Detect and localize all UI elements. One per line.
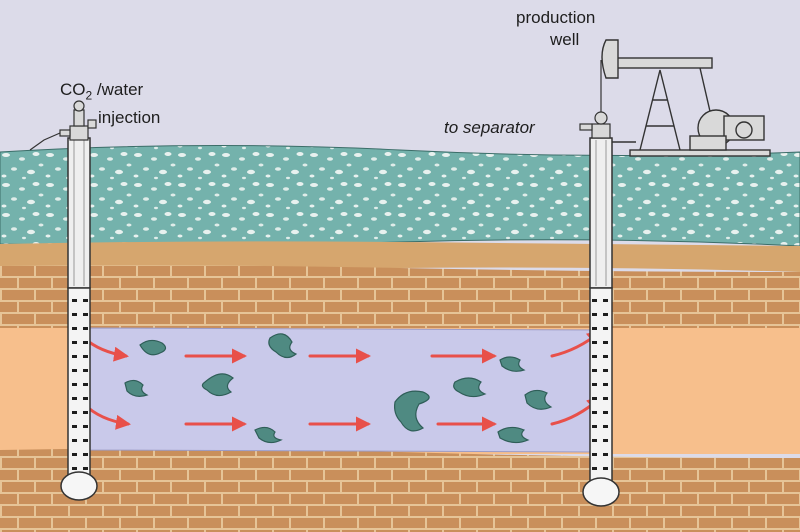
- sky: [0, 0, 800, 160]
- production-perforations: [589, 287, 613, 487]
- oil-blob-icon: [139, 339, 167, 356]
- injection-label-co: CO: [60, 80, 86, 99]
- pump-jack-base: [629, 149, 771, 157]
- injection-perforations: [67, 287, 91, 481]
- production-label-line2: well: [550, 30, 580, 49]
- oil-blobs: [124, 333, 553, 444]
- production-wellhead-icon: [579, 60, 611, 139]
- injection-casing: [67, 137, 91, 289]
- injection-label-subscript: 2: [85, 88, 93, 103]
- injection-label-water: /water: [92, 80, 144, 99]
- upper-caprock-layer: [0, 265, 800, 330]
- production-casing: [589, 137, 613, 289]
- surface-layer: [0, 144, 800, 247]
- pump-jack-frame: [639, 69, 681, 151]
- oil-blob-icon: [453, 377, 487, 398]
- injection-well: [29, 100, 98, 501]
- injection-bottom: [60, 471, 98, 501]
- production-label-line1: production: [516, 8, 596, 27]
- injection-label: CO2 /water: [60, 80, 143, 105]
- oil-blob-icon: [201, 373, 234, 397]
- oil-blob-icon: [268, 333, 298, 359]
- flow-arrows: [82, 330, 603, 432]
- oil-blob-icon: [394, 390, 430, 432]
- oil-blob-icon: [254, 426, 283, 444]
- oil-blob-icon: [524, 389, 553, 410]
- production-well: [579, 60, 620, 507]
- oil-blob-icon: [497, 426, 530, 444]
- lower-bedrock-layer: [0, 448, 800, 532]
- oil-blob-icon: [124, 379, 149, 397]
- separator-label: to separator: [444, 118, 535, 137]
- injection-label-line2: injection: [98, 108, 161, 127]
- pump-jack-beam: [611, 57, 713, 69]
- pump-jack-icon: [601, 39, 771, 157]
- injection-wellhead-icon: [29, 100, 97, 151]
- production-bottom: [582, 477, 620, 507]
- horse-head: [601, 39, 619, 79]
- oil-blob-icon: [499, 356, 526, 372]
